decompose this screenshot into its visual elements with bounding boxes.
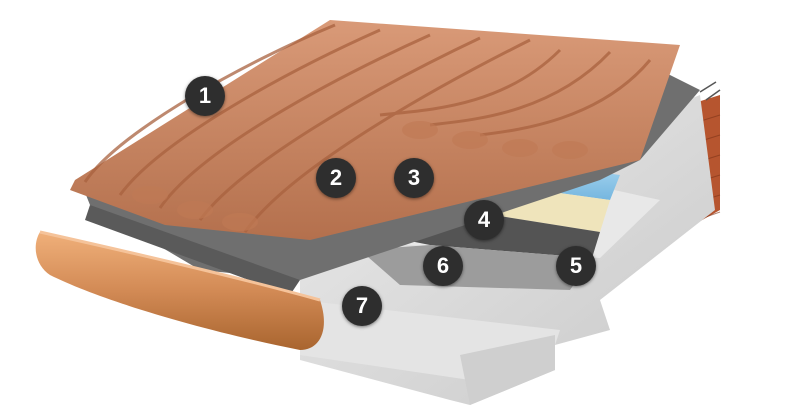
marker-1: 1	[185, 76, 225, 116]
marker-6: 6	[423, 246, 463, 286]
copper-gutter	[35, 230, 324, 350]
marker-4: 4	[464, 200, 504, 240]
marker-7: 7	[342, 286, 382, 326]
marker-3: 3	[394, 158, 434, 198]
marker-5: 5	[556, 246, 596, 286]
terracotta-tiles	[70, 20, 680, 240]
marker-2: 2	[316, 158, 356, 198]
